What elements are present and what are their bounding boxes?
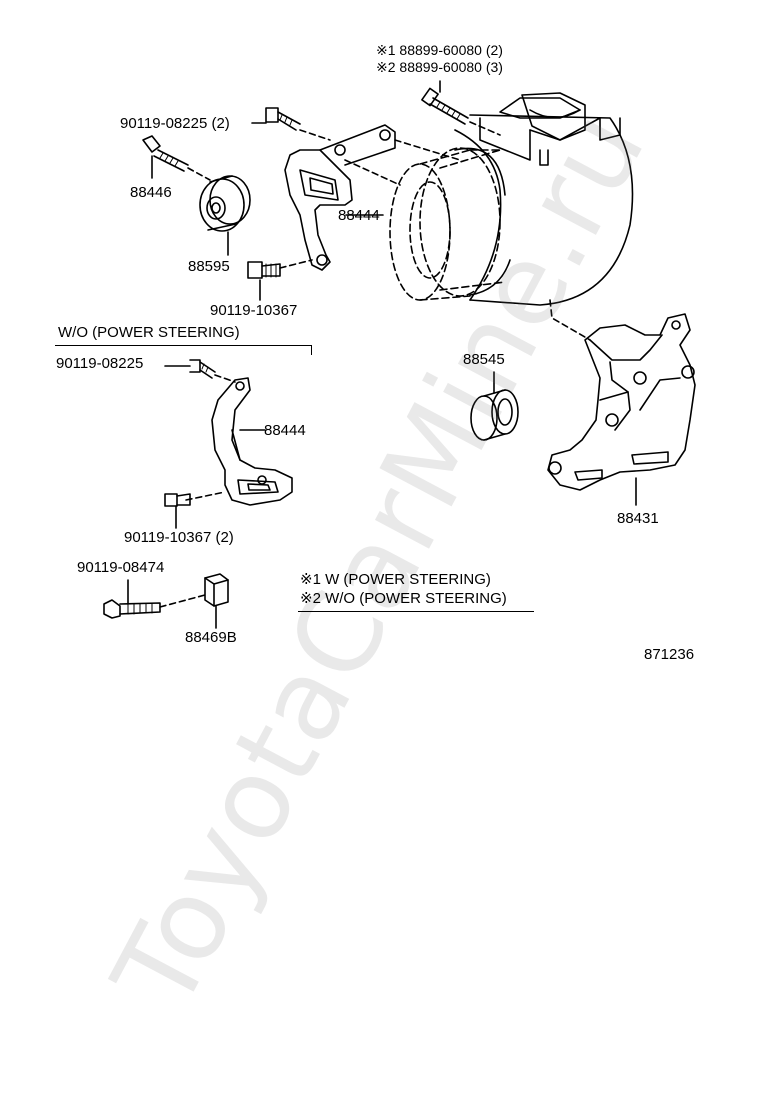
compressor-bracket-88431-drawing <box>547 313 696 491</box>
idler-pulley-88595-drawing <box>199 175 251 232</box>
bolt-08225-upper-drawing <box>265 107 301 131</box>
label-bracket-88444-upper: 88444 <box>338 207 380 224</box>
label-bolt-88446: 88446 <box>130 184 172 201</box>
section-heading-tick <box>311 345 312 355</box>
bracket-88444-upper-drawing <box>284 124 396 271</box>
label-bolt-10367-lower: 90119-10367 (2) <box>124 529 234 546</box>
label-bolt-08225-upper: 90119-08225 (2) <box>120 115 230 132</box>
label-bolt-08474: 90119-08474 <box>77 559 165 576</box>
collar-88545-drawing <box>470 389 519 441</box>
note-asterisk-1: ※1 88899-60080 (2) <box>376 42 503 58</box>
label-spacer-clip-88469b: 88469B <box>185 629 237 646</box>
section-heading-underline <box>55 345 312 346</box>
legend-w-power-steering: ※1 W (POWER STEERING) <box>300 571 491 588</box>
compressor-drawing <box>389 92 634 306</box>
bolt-08474-drawing <box>103 599 161 619</box>
label-bolt-08225-wo: 90119-08225 <box>56 355 144 372</box>
section-heading-wo-power-steering: W/O (POWER STEERING) <box>58 324 240 341</box>
label-idler-pulley-88595: 88595 <box>188 258 230 275</box>
label-collar-88545: 88545 <box>463 351 505 368</box>
label-bolt-10367-upper: 90119-10367 <box>210 302 298 319</box>
bolt-88446-drawing <box>142 135 189 172</box>
label-bracket-88444-wo: 88444 <box>264 422 306 439</box>
legend-underline <box>298 611 534 612</box>
note-asterisk-2: ※2 88899-60080 (3) <box>376 59 503 75</box>
label-compressor-bracket-88431: 88431 <box>617 510 659 527</box>
figure-number: 871236 <box>644 646 695 663</box>
bolt-88899-drawing <box>421 80 469 125</box>
legend-wo-power-steering: ※2 W/O (POWER STEERING) <box>300 590 507 607</box>
bolt-08225-wo-drawing <box>189 359 216 379</box>
bolt-10367-upper-drawing <box>247 261 281 279</box>
spacer-clip-88469b-drawing <box>204 573 229 607</box>
bolt-10367-lower-drawing <box>164 493 191 507</box>
bracket-88444-wo-drawing <box>211 377 293 506</box>
